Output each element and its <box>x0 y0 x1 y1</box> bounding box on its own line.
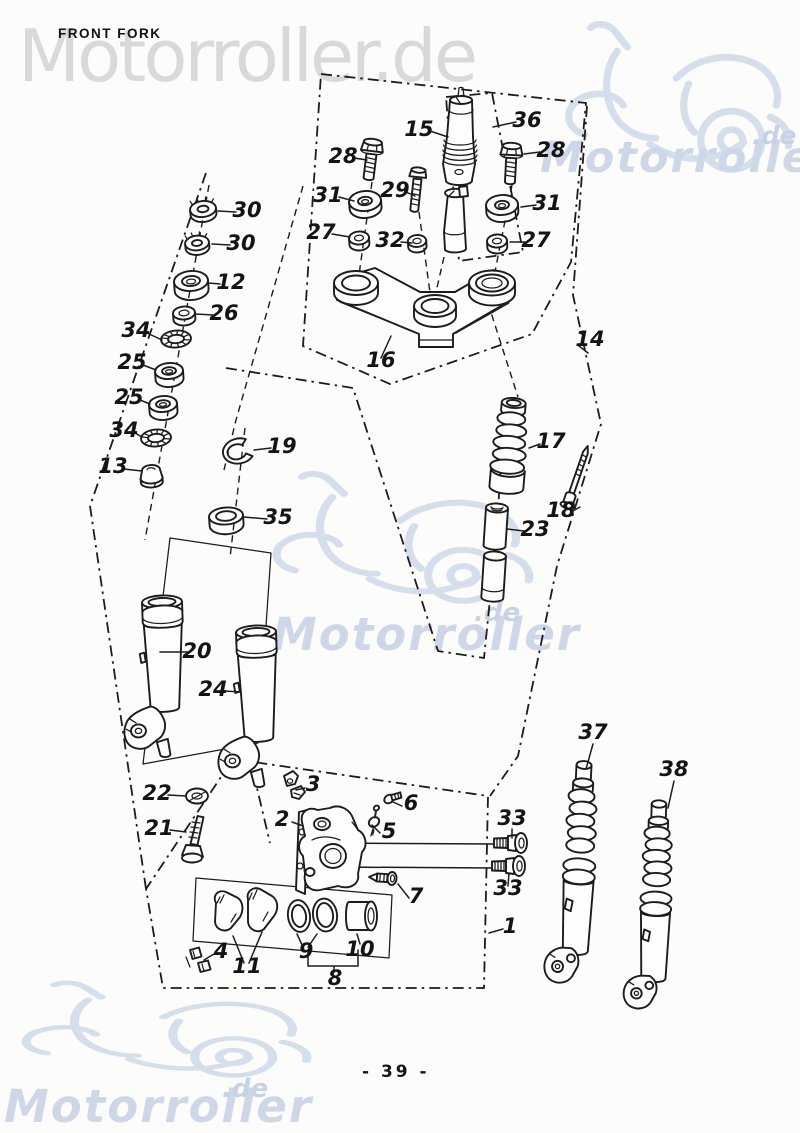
part-22-nut <box>186 789 208 804</box>
part-label-24: 24 <box>198 677 227 701</box>
part-2-brake-caliper <box>296 806 365 894</box>
part-26-dust-cap <box>171 304 197 328</box>
part-label-30-lower: 30 <box>226 231 255 255</box>
part-label-8: 8 <box>328 966 343 990</box>
part-label-16: 16 <box>366 348 395 372</box>
watermark-domain-text: .de <box>752 121 796 150</box>
part-36-15-steering-stem <box>443 87 477 252</box>
part-label-28-left: 28 <box>328 144 357 168</box>
part-27-nut <box>347 229 371 253</box>
part-label-30-upper: 30 <box>232 198 261 222</box>
part-label-37: 37 <box>578 720 608 744</box>
part-25-bearing-race <box>147 394 180 422</box>
part-10-piston <box>346 902 377 931</box>
part-34-ball-race <box>139 427 173 449</box>
part-label-2: 2 <box>275 807 290 831</box>
part-label-19: 19 <box>267 434 296 458</box>
watermark-domain-text: .de <box>222 1074 268 1104</box>
part-label-17: 17 <box>536 429 566 453</box>
part-label-29: 29 <box>380 178 409 202</box>
page-number: - 39 - <box>362 1062 430 1082</box>
part-label-3: 3 <box>306 772 321 796</box>
part-18-bolt <box>560 444 595 511</box>
part-20-outer-tube <box>118 593 189 760</box>
part-label-11: 11 <box>232 954 261 978</box>
part-label-7: 7 <box>409 884 424 908</box>
part-label-13: 13 <box>98 454 127 478</box>
watermark-brand-text: Motorroller <box>272 608 582 661</box>
part-label-32: 32 <box>375 228 404 252</box>
part-label-28-right: 28 <box>536 138 565 162</box>
part-label-22: 22 <box>142 781 171 805</box>
part-label-34-lower: 34 <box>109 418 138 442</box>
part-24-outer-tube <box>212 623 283 790</box>
part-33-bolt <box>493 832 528 854</box>
sub-group-frames <box>143 538 496 958</box>
part-label-10: 10 <box>345 937 374 961</box>
part-30-castle-nut <box>187 194 219 225</box>
watermark-brand-text: Motorroller <box>4 1080 314 1133</box>
part-label-5: 5 <box>382 819 397 843</box>
part-label-23: 23 <box>520 517 549 541</box>
part-31-washer <box>484 193 520 224</box>
part-label-31-right: 31 <box>532 191 561 215</box>
part-label-4: 4 <box>213 939 229 963</box>
part-label-9: 9 <box>299 939 314 963</box>
part-label-33-upper: 33 <box>497 806 526 830</box>
part-label-31-left: 31 <box>313 183 342 207</box>
part-3-brackets <box>284 771 305 799</box>
part-label-14: 14 <box>575 327 604 351</box>
part-label-26: 26 <box>209 301 238 325</box>
leader-lines <box>124 122 674 972</box>
part-label-15: 15 <box>404 117 433 141</box>
part-label-34-upper: 34 <box>121 318 150 342</box>
part-6-bolt <box>383 788 403 807</box>
part-21-bolt <box>182 816 203 863</box>
part-11-brake-pads <box>215 888 277 931</box>
part-23-stem-cylinders <box>481 503 508 602</box>
part-37-fork-leg <box>542 758 602 986</box>
part-32-nut <box>406 233 428 254</box>
part-number-labels: 15 36 28 28 29 31 31 27 32 27 30 30 12 2… <box>98 108 688 990</box>
part-13-dust-seal <box>138 463 165 490</box>
part-16-lower-bracket <box>334 268 515 347</box>
part-19-clip <box>221 436 254 466</box>
watermark-domain-text: .de <box>474 598 520 628</box>
part-5-bleeder-valve <box>358 805 390 837</box>
part-35-bearing-ring <box>207 505 246 537</box>
part-38-fork-leg <box>622 798 676 1011</box>
part-label-33-lower: 33 <box>493 876 522 900</box>
part-label-12: 12 <box>216 270 245 294</box>
part-label-6: 6 <box>404 791 419 815</box>
part-label-1: 1 <box>503 914 518 938</box>
part-label-35: 35 <box>263 505 292 529</box>
part-27-nut <box>485 233 509 255</box>
part-4-clips <box>186 948 211 973</box>
part-17-boot <box>488 396 531 495</box>
part-label-27-left: 27 <box>306 220 336 244</box>
part-label-21: 21 <box>144 816 173 840</box>
part-label-25-lower: 25 <box>114 385 143 409</box>
part-label-18: 18 <box>546 498 575 522</box>
part-28-bolt <box>497 141 524 186</box>
part-34-ball-race <box>159 328 193 350</box>
part-label-27-right: 27 <box>521 228 551 252</box>
part-25-bearing-race <box>153 361 186 389</box>
watermark-motorroller-de-text: Motorroller.de <box>18 14 478 98</box>
part-label-36: 36 <box>512 108 541 132</box>
part-30-castle-nut <box>183 230 212 258</box>
part-12-bearing-cover <box>172 268 211 303</box>
part-label-38: 38 <box>659 757 688 781</box>
part-9-seals <box>286 897 339 933</box>
part-label-20: 20 <box>182 639 211 663</box>
part-label-25-upper: 25 <box>117 350 146 374</box>
part-31-washer <box>347 188 384 221</box>
page-title: FRONT FORK <box>58 25 162 42</box>
part-7-pin-bolt <box>369 870 397 885</box>
